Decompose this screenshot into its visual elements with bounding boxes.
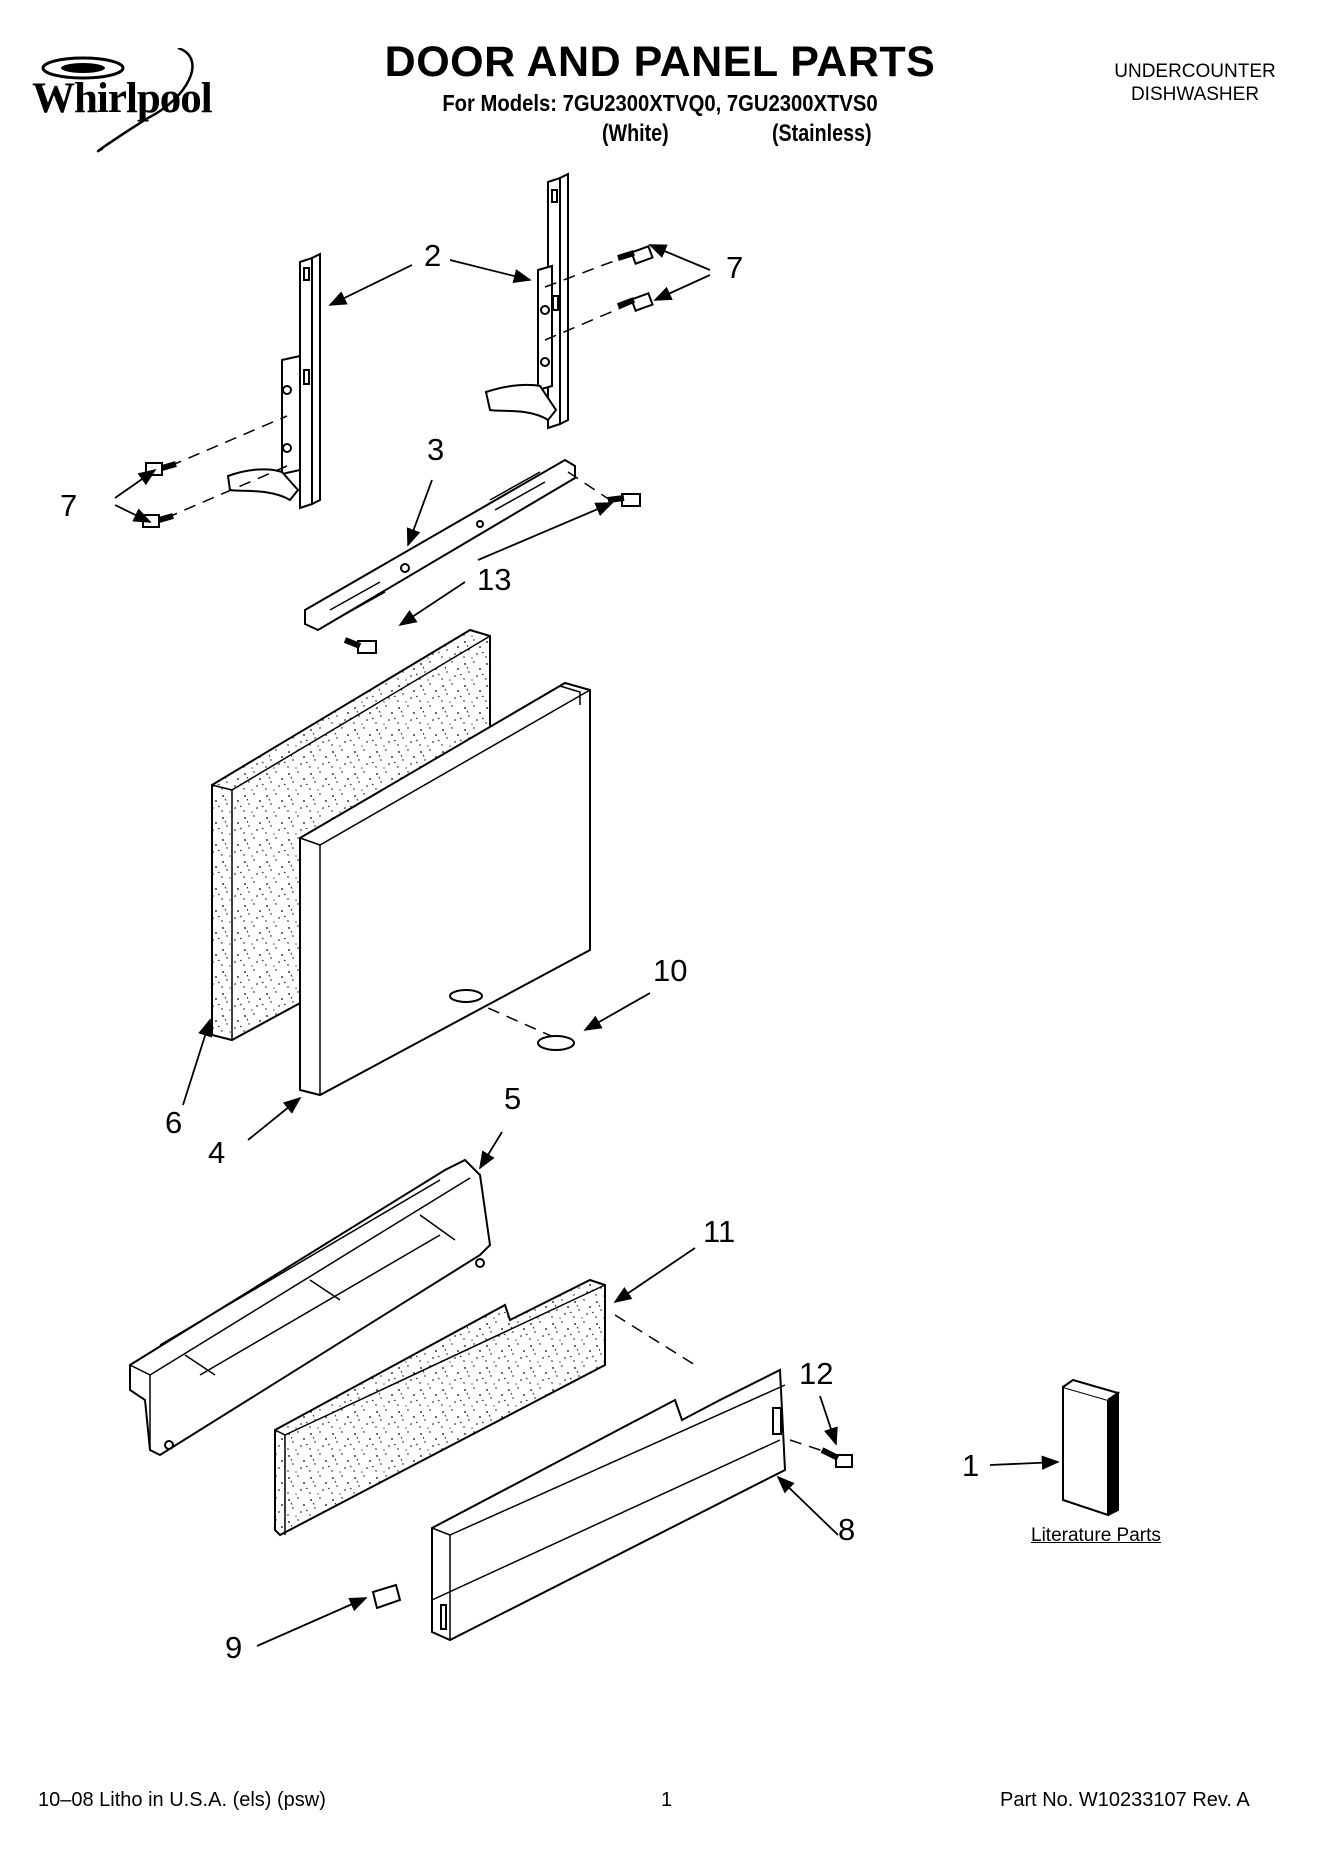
callout-13: 13	[477, 562, 512, 597]
callout-12: 12	[799, 1356, 834, 1391]
page-title: DOOR AND PANEL PARTS	[384, 38, 936, 86]
toe-panel-clip	[371, 1583, 402, 1610]
variant-stainless-label: (Stainless)	[772, 120, 872, 147]
toe-panel	[431, 1368, 787, 1642]
callout-leaders	[114, 244, 1060, 1647]
model-subtitle: For Models: 7GU2300XTVQ0, 7GU2300XTVS0	[442, 90, 878, 116]
callout-9: 9	[225, 1630, 243, 1665]
panel-mounting-bracket	[304, 458, 576, 632]
literature-parts-label: Literature Parts	[1031, 1525, 1161, 1546]
left-door-hinge	[226, 252, 321, 510]
literature-booklet	[1062, 1378, 1121, 1517]
toe-panel-bracket	[129, 1158, 492, 1457]
callout-5: 5	[504, 1081, 522, 1116]
callout-6: 6	[165, 1105, 183, 1140]
footer-print-info: 10–08 Litho in U.S.A. (els) (psw)	[38, 1789, 326, 1811]
callout-1: 1	[962, 1448, 980, 1483]
variant-white-label: (White)	[602, 120, 669, 147]
callout-8: 8	[838, 1512, 856, 1547]
whirlpool-swirl-icon	[41, 48, 194, 153]
footer-part-number: Part No. W10233107 Rev. A	[1000, 1789, 1250, 1811]
right-door-hinge	[484, 172, 569, 430]
callout-4: 4	[208, 1135, 226, 1170]
whirlpool-logo: Whirlpool	[28, 48, 268, 158]
appliance-type: UNDERCOUNTER DISHWASHER	[1080, 60, 1310, 106]
outer-door-panel	[299, 681, 591, 1097]
door-badge	[537, 1035, 575, 1051]
callout-10: 10	[653, 953, 688, 988]
footer-page-number: 1	[661, 1789, 673, 1811]
appliance-type-line1: UNDERCOUNTER	[1114, 61, 1276, 82]
appliance-type-line2: DISHWASHER	[1130, 84, 1260, 105]
callout-3: 3	[427, 432, 445, 467]
assembly-guide-lines	[165, 254, 827, 1453]
callout-7-left: 7	[60, 488, 78, 523]
callout-7-right: 7	[726, 250, 744, 285]
brand-wordmark: Whirlpool	[32, 75, 213, 122]
callout-2: 2	[424, 238, 442, 273]
callout-11: 11	[703, 1214, 736, 1249]
